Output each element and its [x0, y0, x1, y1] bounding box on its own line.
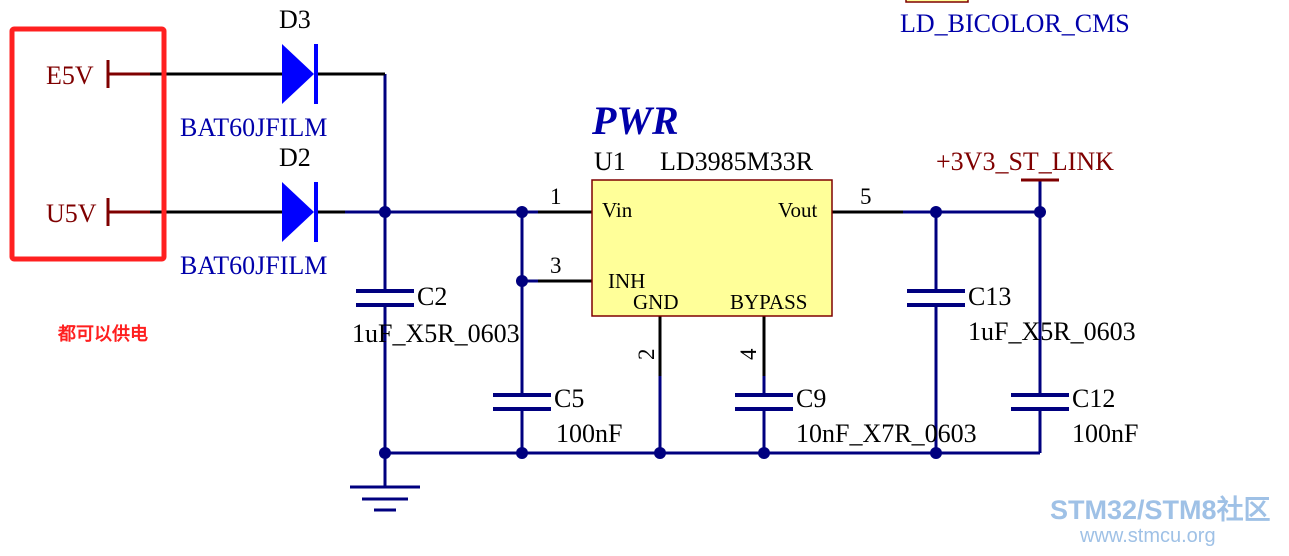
capacitor-c12-value: 100nF — [1072, 419, 1138, 448]
bicolor-led-label: LD_BICOLOR_CMS — [900, 9, 1130, 38]
pin-bypass-number: 4 — [736, 348, 761, 360]
power-port-3v3: +3V3_ST_LINK — [936, 147, 1114, 182]
svg-text:STM32/STM8社区: STM32/STM8社区 — [1050, 494, 1271, 525]
pin-stubs — [150, 72, 903, 376]
ground-symbol — [350, 485, 420, 512]
regulator-body — [591, 179, 833, 317]
regulator-u1: U1 LD3985M33R Vin 1 INH 3 GND 2 BYPASS 4… — [550, 147, 872, 360]
capacitor-c9: C9 10nF_X7R_0603 — [735, 384, 977, 448]
capacitor-c12-designator: C12 — [1072, 384, 1115, 413]
diode-d2: D2 BAT60JFILM — [180, 143, 327, 280]
junction-dot — [516, 206, 528, 218]
junction-dot — [758, 447, 770, 459]
capacitor-c13-designator: C13 — [968, 282, 1011, 311]
regulator-part: LD3985M33R — [660, 147, 814, 176]
junction-dot — [516, 275, 528, 287]
pin-inh-number: 3 — [550, 253, 562, 278]
capacitor-c5-value: 100nF — [556, 419, 622, 448]
capacitor-c5-designator: C5 — [554, 384, 584, 413]
diode-d3-designator: D3 — [279, 5, 311, 34]
capacitor-c9-designator: C9 — [796, 384, 826, 413]
pin-vout-number: 5 — [860, 184, 872, 209]
power-port-u5v: U5V — [46, 198, 150, 228]
pin-gnd-name: GND — [633, 290, 679, 314]
watermark-slash: / — [1137, 495, 1145, 525]
capacitor-c2-designator: C2 — [417, 282, 447, 311]
watermark-suffix: 社区 — [1217, 494, 1271, 525]
power-port-e5v-label: E5V — [46, 61, 94, 90]
power-port-e5v: E5V — [46, 60, 150, 90]
pin-vin-name: Vin — [602, 198, 633, 222]
pin-gnd-number: 2 — [634, 349, 659, 361]
capacitor-c12: C12 100nF — [1011, 384, 1138, 448]
sheet-title: PWR — [591, 98, 679, 143]
capacitor-c2-value: 1uF_X5R_0603 — [352, 319, 520, 348]
capacitor-c5: C5 100nF — [493, 384, 622, 448]
highlight-box — [9, 26, 167, 262]
watermark: STM32/STM8社区 www.stmcu.org — [1050, 494, 1271, 547]
pin-vout-name: Vout — [778, 198, 817, 222]
annotation-note: 都可以供电 — [57, 323, 148, 344]
capacitor-c13: C13 1uF_X5R_0603 — [907, 282, 1136, 346]
bicolor-led-fragment: LD_BICOLOR_CMS — [900, 0, 1130, 38]
junction-dot — [1034, 206, 1046, 218]
capacitor-c9-value: 10nF_X7R_0603 — [796, 419, 977, 448]
diode-d3: D3 BAT60JFILM — [180, 5, 327, 142]
junctions — [379, 206, 1046, 459]
junction-dot — [379, 447, 391, 459]
junction-dot — [930, 206, 942, 218]
junction-dot — [930, 447, 942, 459]
diode-d2-triangle — [282, 182, 314, 242]
pin-bypass-name: BYPASS — [730, 290, 807, 314]
capacitor-c13-value: 1uF_X5R_0603 — [968, 317, 1136, 346]
diode-d2-designator: D2 — [279, 143, 311, 172]
regulator-designator: U1 — [594, 147, 626, 176]
junction-dot — [654, 447, 666, 459]
pin-inh-name: INH — [608, 269, 645, 293]
power-port-u5v-label: U5V — [46, 199, 97, 228]
watermark-url: www.stmcu.org — [1079, 525, 1216, 547]
junction-dot — [379, 206, 391, 218]
diode-d3-part: BAT60JFILM — [180, 113, 327, 142]
power-port-3v3-label: +3V3_ST_LINK — [936, 147, 1114, 176]
watermark-brand-b: STM8 — [1145, 495, 1217, 525]
diode-d2-part: BAT60JFILM — [180, 251, 327, 280]
capacitor-c2: C2 1uF_X5R_0603 — [352, 282, 520, 348]
watermark-brand-a: STM32 — [1050, 495, 1137, 525]
pin-vin-number: 1 — [550, 184, 562, 209]
diode-d3-triangle — [282, 44, 314, 104]
junction-dot — [516, 447, 528, 459]
bicolor-led-body-edge — [905, 0, 969, 3]
